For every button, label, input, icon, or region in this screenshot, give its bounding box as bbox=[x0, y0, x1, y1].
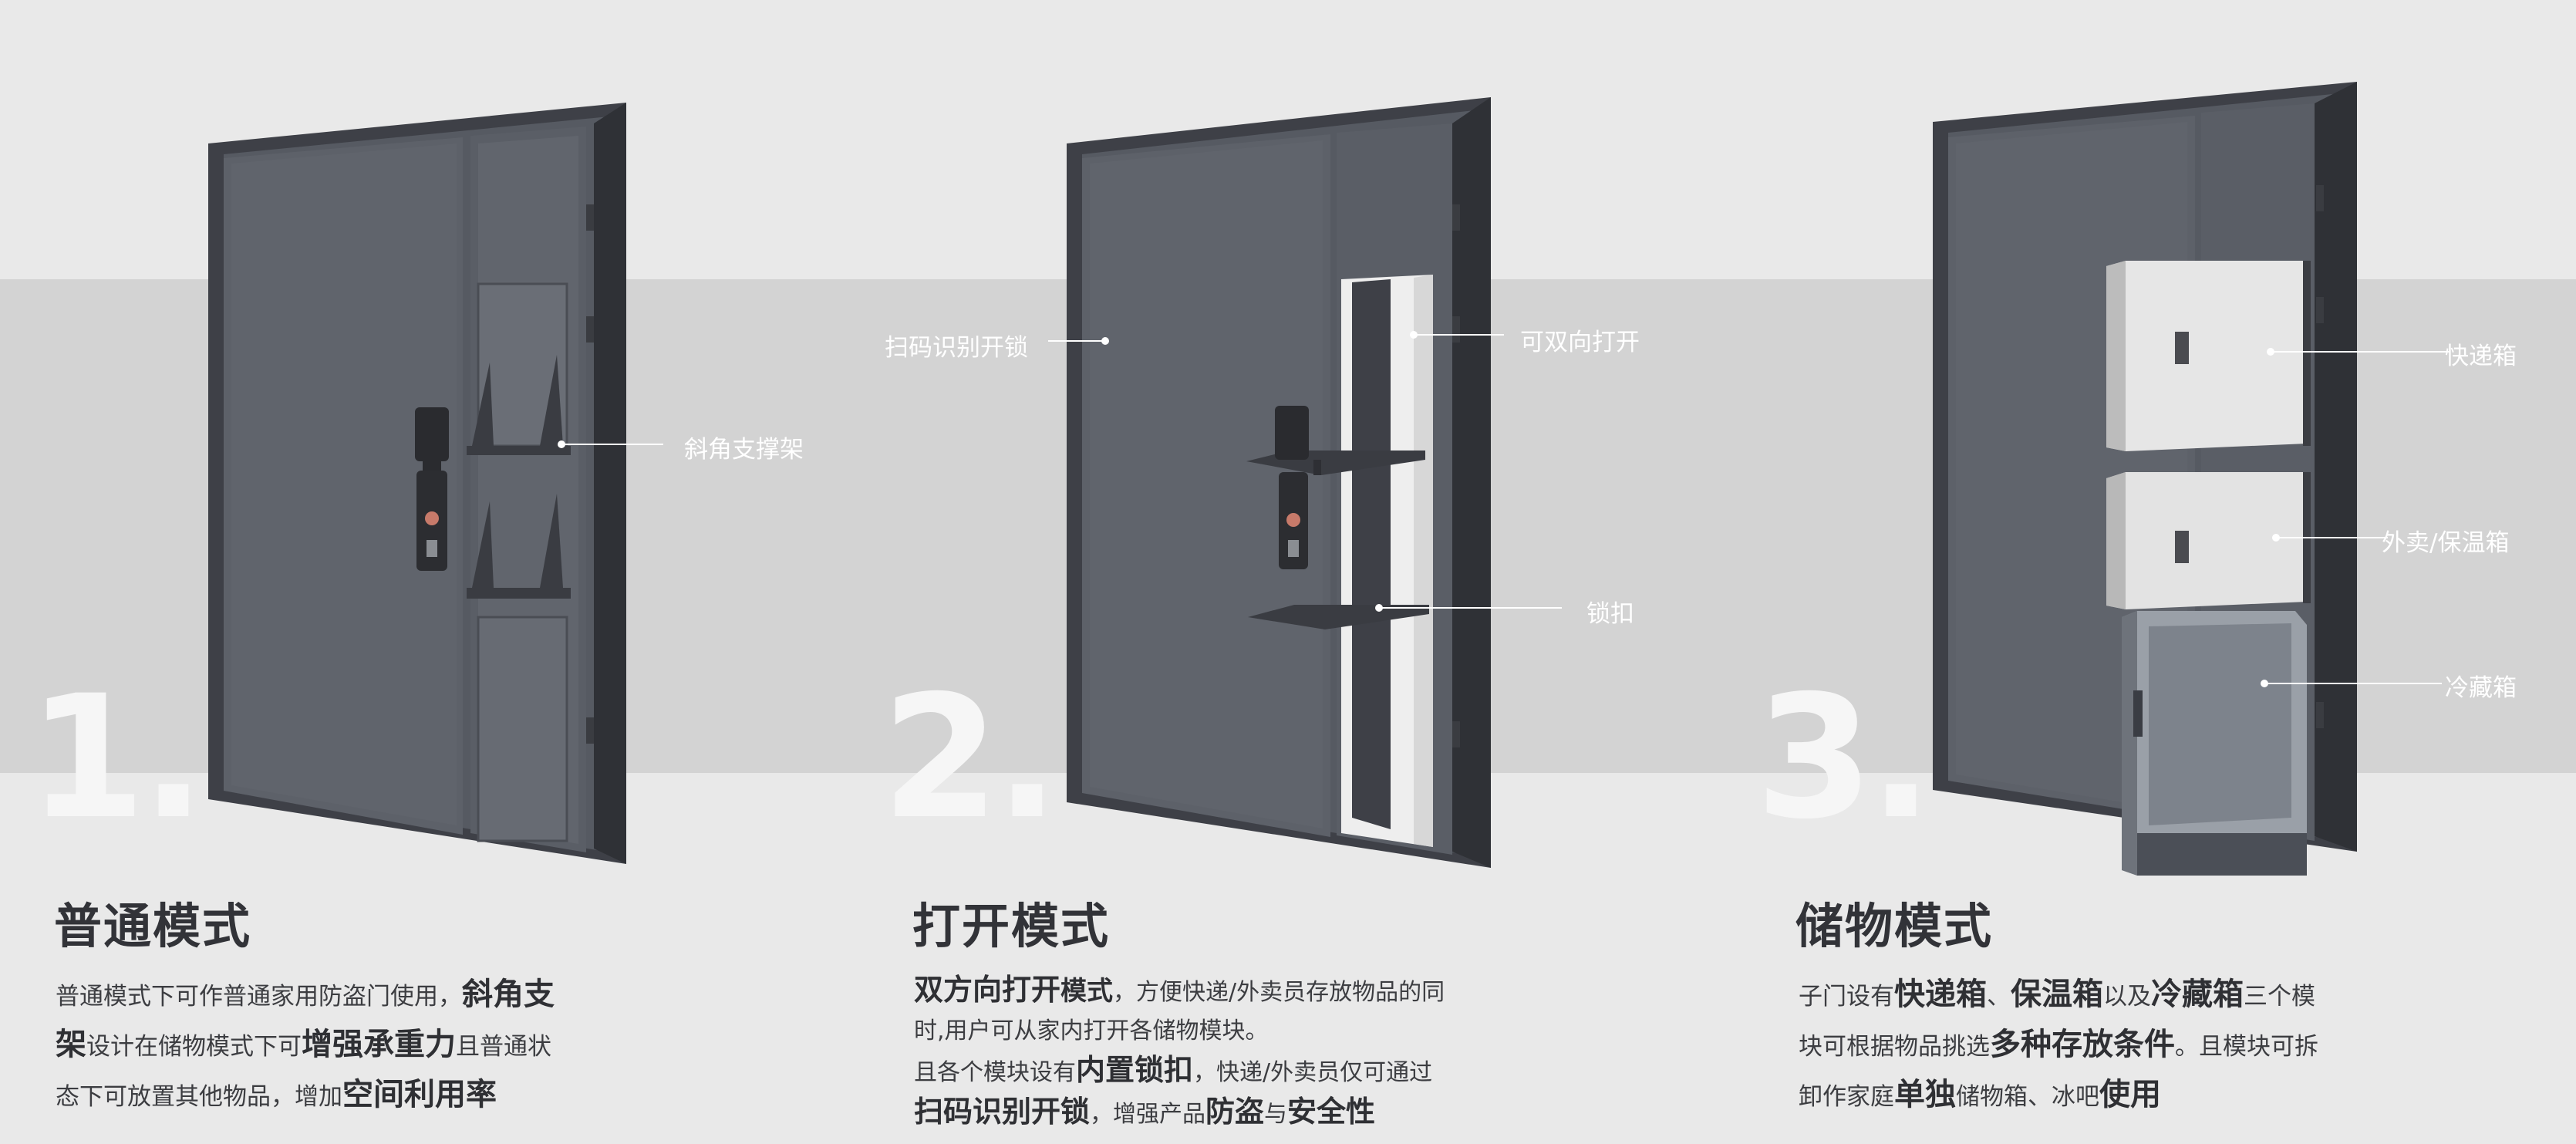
open-flap-door bbox=[1352, 279, 1391, 829]
description-highlight: 保温箱 bbox=[2011, 977, 2103, 1012]
description-highlight: 冷藏箱 bbox=[2151, 977, 2244, 1012]
mode-description: 双方向打开模式，方便快递/外卖员存放物品的同时,用户可从家内打开各储物模块。且各… bbox=[914, 970, 1445, 1134]
callout-two-way-open: 可双向打开 bbox=[1520, 329, 1640, 356]
description-highlight: 增强承重力 bbox=[302, 1027, 456, 1062]
delivery-box bbox=[2106, 261, 2311, 451]
description-highlight: 空间利用率 bbox=[342, 1077, 497, 1112]
mode-title: 普通模式 bbox=[54, 898, 252, 954]
description-highlight: 使用 bbox=[2099, 1077, 2161, 1112]
description-text: 以及 bbox=[2103, 983, 2151, 1011]
description-line: 架设计在储物模式下可增强承重力且普通状 bbox=[56, 1021, 555, 1071]
panel-open-mode: 2. 扫码识别开锁 可双向打开 锁扣 打开模式 双方向打开模式，方便快递/外卖员… bbox=[858, 0, 1717, 1144]
description-text: 普通模式下可作普通家用防盗门使用， bbox=[56, 983, 462, 1011]
fridge-box bbox=[2122, 611, 2307, 876]
callout-scan-unlock: 扫码识别开锁 bbox=[885, 334, 1028, 362]
description-text: 。且模块可拆 bbox=[2175, 1033, 2318, 1061]
smart-lock-handle bbox=[1275, 406, 1309, 569]
callout-takeaway-box: 外卖/保温箱 bbox=[2382, 529, 2510, 557]
description-highlight: 快递箱 bbox=[1894, 977, 1987, 1012]
callout-fridge-box: 冷藏箱 bbox=[2445, 674, 2517, 702]
description-line: 卸作家庭单独储物箱、冰吧使用 bbox=[1799, 1071, 2318, 1121]
description-highlight: 斜角支 bbox=[462, 977, 555, 1012]
description-text: 时,用户可从家内打开各储物模块。 bbox=[914, 1017, 1269, 1044]
callout-lock-catch: 锁扣 bbox=[1586, 600, 1634, 628]
description-text: 、 bbox=[1987, 983, 2011, 1011]
mode-number: 3. bbox=[1755, 659, 1934, 856]
description-text: 态下可放置其他物品，增加 bbox=[56, 1083, 342, 1111]
description-line: 且各个模块设有内置锁扣，快递/外卖员仅可通过 bbox=[914, 1051, 1445, 1092]
description-highlight: 模式 bbox=[1060, 976, 1114, 1007]
description-text: 卸作家庭 bbox=[1799, 1083, 1894, 1111]
angle-bracket bbox=[467, 355, 571, 455]
mode-title: 打开模式 bbox=[912, 898, 1111, 954]
callout-angle-bracket: 斜角支撑架 bbox=[684, 436, 804, 464]
door-illustration-storage bbox=[1933, 82, 2450, 876]
description-text: 块可根据物品挑选 bbox=[1799, 1033, 1990, 1061]
description-text: 子门设有 bbox=[1799, 983, 1894, 1011]
panel-storage-mode: 3. 快递箱 外卖/保温箱 冷藏箱 储物模式 子门设有快递箱、保温箱以及冷藏箱三… bbox=[1717, 0, 2575, 1144]
description-highlight: 安全性 bbox=[1287, 1095, 1376, 1129]
callout-delivery-box: 快递箱 bbox=[2445, 343, 2517, 370]
description-line: 扫码识别开锁，增强产品防盗与安全性 bbox=[914, 1092, 1445, 1134]
mode-number: 2. bbox=[882, 659, 1060, 856]
description-text: 三个模 bbox=[2244, 983, 2315, 1011]
description-text: ，快递/外卖员仅可通过 bbox=[1193, 1059, 1433, 1086]
door-illustration-normal bbox=[208, 103, 663, 864]
description-text: 设计在储物模式下可 bbox=[86, 1033, 302, 1061]
description-highlight: 单独 bbox=[1894, 1077, 1956, 1112]
description-highlight: 架 bbox=[56, 1027, 86, 1062]
description-highlight: 多种存放条件 bbox=[1990, 1027, 2175, 1062]
door-illustration-open bbox=[1048, 97, 1562, 868]
panel-normal-mode: 1. 斜角支撑架 普通模式 普通模式下可作普通家用防盗门使用，斜角支架设计在储物… bbox=[0, 0, 858, 1144]
description-line: 普通模式下可作普通家用防盗门使用，斜角支 bbox=[56, 970, 555, 1021]
description-line: 双方向打开模式，方便快递/外卖员存放物品的同 bbox=[914, 970, 1445, 1012]
description-text: ，方便快递/外卖员存放物品的同 bbox=[1113, 979, 1445, 1006]
mode-number: 1. bbox=[28, 659, 206, 856]
lock-shelf bbox=[1248, 605, 1429, 629]
mode-description: 子门设有快递箱、保温箱以及冷藏箱三个模块可根据物品挑选多种存放条件。且模块可拆卸… bbox=[1799, 970, 2318, 1121]
angle-bracket bbox=[467, 494, 571, 599]
description-line: 时,用户可从家内打开各储物模块。 bbox=[914, 1012, 1445, 1051]
description-line: 态下可放置其他物品，增加空间利用率 bbox=[56, 1071, 555, 1121]
takeaway-insulated-box bbox=[2106, 472, 2311, 609]
description-text: 且普通状 bbox=[456, 1033, 551, 1061]
description-highlight: 扫码识别开锁 bbox=[914, 1095, 1091, 1129]
description-highlight: 双方向打开 bbox=[914, 973, 1061, 1007]
description-text: 储物箱、冰吧 bbox=[1956, 1083, 2099, 1111]
description-highlight: 防盗 bbox=[1205, 1095, 1265, 1129]
description-line: 子门设有快递箱、保温箱以及冷藏箱三个模 bbox=[1799, 970, 2318, 1021]
description-text: ，增强产品 bbox=[1090, 1101, 1206, 1128]
mode-title: 储物模式 bbox=[1795, 898, 1994, 954]
description-text: 且各个模块设有 bbox=[914, 1059, 1076, 1086]
mode-description: 普通模式下可作普通家用防盗门使用，斜角支架设计在储物模式下可增强承重力且普通状态… bbox=[56, 970, 555, 1121]
description-line: 块可根据物品挑选多种存放条件。且模块可拆 bbox=[1799, 1021, 2318, 1071]
description-highlight: 内置锁扣 bbox=[1076, 1053, 1194, 1087]
smart-lock-handle bbox=[415, 407, 449, 571]
description-text: 与 bbox=[1264, 1101, 1288, 1128]
